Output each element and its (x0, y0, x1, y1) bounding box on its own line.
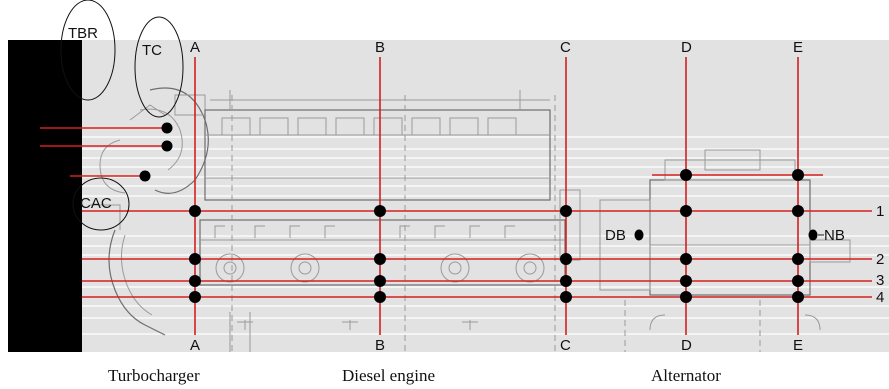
sensor-point (139, 170, 151, 182)
station-label-top-a: A (190, 39, 200, 56)
diesel-engine-drawing (199, 90, 581, 352)
station-lines (194, 57, 799, 335)
station-label-bottom-c: C (560, 337, 571, 354)
sensor-point (680, 205, 692, 217)
station-label-bottom-a: A (190, 337, 200, 354)
db-label: DB (605, 227, 626, 244)
level-label-2: 2 (876, 251, 884, 268)
sensor-point (560, 275, 572, 287)
station-label-bottom-b: B (375, 337, 385, 354)
sensor-point (792, 291, 804, 303)
sensor-point (560, 291, 572, 303)
sensor-point (374, 291, 386, 303)
sensor-point (560, 205, 572, 217)
turbocharger-drawing (90, 87, 209, 336)
sensor-point (680, 253, 692, 265)
sensor-point (792, 205, 804, 217)
sensor-points (139, 122, 818, 303)
nb-label: NB (824, 227, 845, 244)
bulkhead-block (8, 40, 82, 352)
sensor-point (374, 275, 386, 287)
station-label-bottom-d: D (681, 337, 692, 354)
caption-alternator: Alternator (651, 366, 721, 385)
cac-callout (72, 177, 130, 231)
sensor-point (189, 275, 201, 287)
sensor-point (680, 275, 692, 287)
sensor-point (161, 122, 173, 134)
station-label-top-c: C (560, 39, 571, 56)
tbr-label: TBR (68, 25, 98, 42)
sensor-point (680, 291, 692, 303)
cac-label: CAC (80, 195, 112, 212)
caption-turbocharger: Turbocharger (108, 366, 200, 385)
sensor-point (792, 275, 804, 287)
level-lines (40, 127, 872, 298)
level-label-3: 3 (876, 272, 884, 289)
component-callouts (60, 0, 184, 231)
level-label-1: 1 (876, 203, 884, 220)
level-label-4: 4 (876, 289, 884, 306)
sensor-point (161, 140, 173, 152)
sensor-point (792, 253, 804, 265)
sensor-point (792, 169, 804, 181)
sensor-point (374, 253, 386, 265)
sensor-point (189, 291, 201, 303)
tc-label: TC (142, 42, 162, 59)
station-label-bottom-e: E (793, 337, 803, 354)
sensor-point (189, 205, 201, 217)
background-stripes (0, 136, 889, 335)
caption-diesel-engine: Diesel engine (342, 366, 435, 385)
tbr-callout (60, 0, 116, 101)
sensor-point (374, 205, 386, 217)
db-sensor-point (634, 229, 644, 241)
sensor-point (680, 169, 692, 181)
station-label-top-b: B (375, 39, 385, 56)
sensor-point (189, 253, 201, 265)
nb-sensor-point (808, 229, 818, 241)
sensor-point (560, 253, 572, 265)
station-label-top-e: E (793, 39, 803, 56)
station-label-top-d: D (681, 39, 692, 56)
tc-callout (134, 16, 184, 118)
